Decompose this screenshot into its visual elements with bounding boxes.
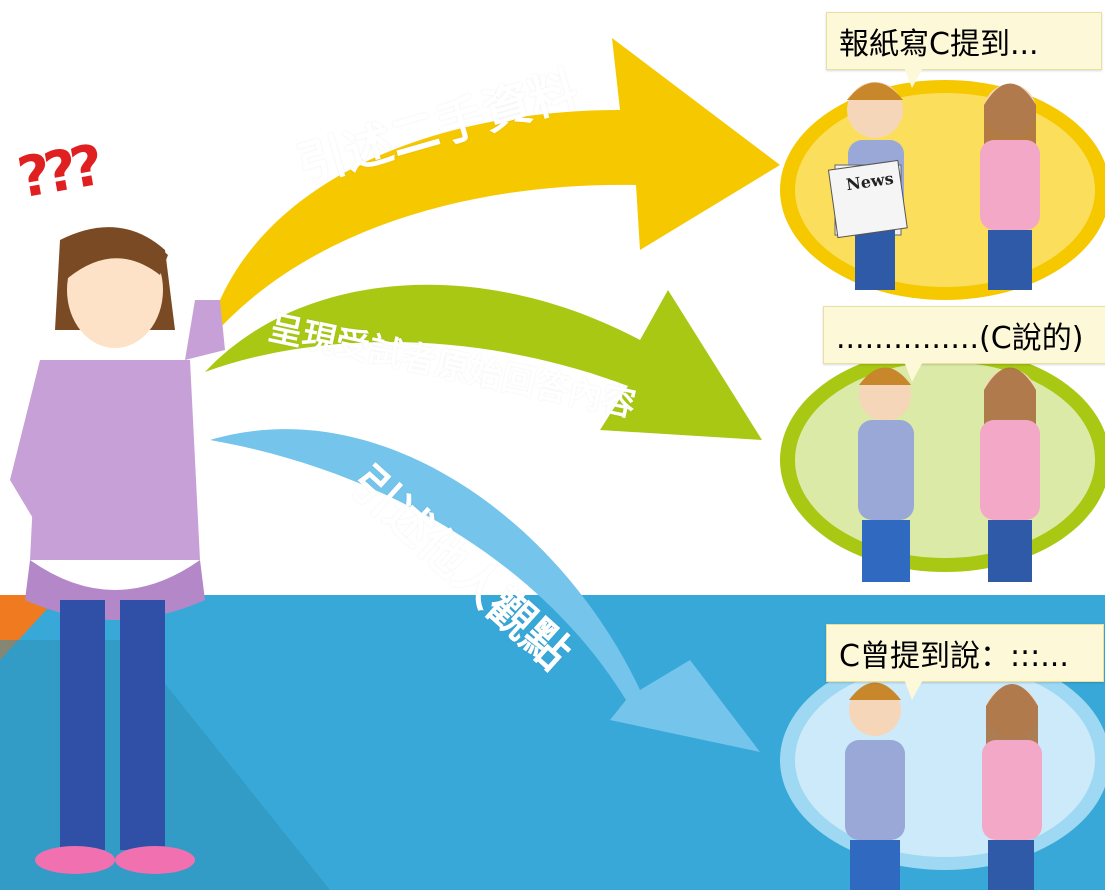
arrow-blue — [210, 429, 760, 752]
question-mark-glyphs: ??? — [12, 133, 103, 212]
speech-bubble-middle: ...............(C說的) — [823, 306, 1105, 364]
girl-figure — [10, 227, 225, 874]
figures-middle — [858, 367, 1040, 582]
arrow-yellow — [205, 38, 780, 345]
speech-bubble-top-tail — [902, 62, 926, 88]
speech-bubble-middle-tail — [902, 356, 926, 382]
speech-bubble-bottom: C曾提到說：:::... — [826, 624, 1104, 682]
arrow-green — [205, 284, 762, 440]
newspaper — [827, 159, 908, 239]
speech-bubble-bottom-tail — [902, 674, 926, 700]
question-marks: ??? — [13, 134, 103, 212]
speech-bubble-top: 報紙寫C提到... — [826, 12, 1102, 70]
figures-bottom — [845, 682, 1042, 890]
